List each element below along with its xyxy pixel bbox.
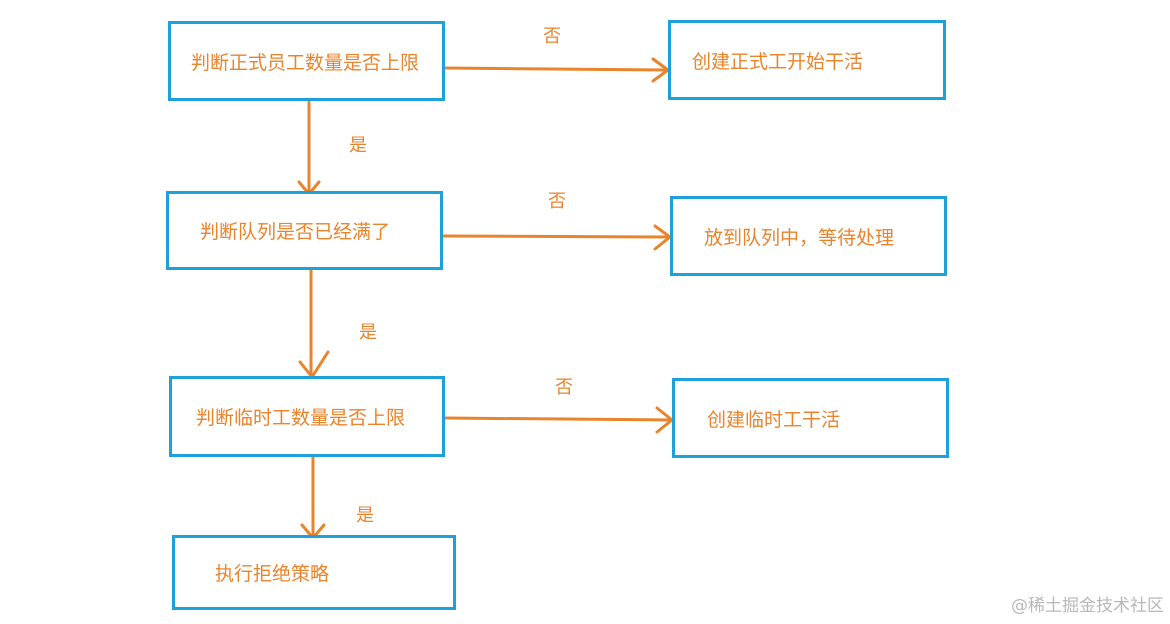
node-check-temp-limit: 判断临时工数量是否上限 [169,376,445,457]
node-reject-policy: 执行拒绝策略 [172,535,456,610]
arrow-temp-no [443,416,674,422]
watermark: @稀土掘金技术社区 [1011,596,1164,616]
node-enqueue-task: 放到队列中，等待处理 [670,196,947,276]
node-check-core-limit-label: 判断正式员工数量是否上限 [191,51,420,74]
edge-label-temp-yes: 是 [356,505,374,526]
edge-label-temp-no: 否 [555,377,573,398]
arrow-core-no [443,66,670,72]
edge-label-queue-no: 否 [548,191,566,212]
node-create-temp-worker: 创建临时工干活 [672,378,949,458]
edge-label-queue-yes: 是 [359,322,377,343]
arrowhead-queue-yes [298,350,330,379]
node-reject-policy-label: 执行拒绝策略 [215,563,330,585]
node-check-temp-limit-label: 判断临时工数量是否上限 [196,407,406,429]
node-check-core-limit: 判断正式员工数量是否上限 [168,21,445,101]
node-create-temp-worker-label: 创建临时工干活 [707,408,841,431]
arrow-queue-no [441,234,672,239]
node-create-core-worker: 创建正式工开始干活 [668,20,946,100]
node-create-core-worker-label: 创建正式工开始干活 [692,50,864,73]
edge-label-core-no: 否 [543,26,561,47]
node-check-queue-full-label: 判断队列是否已经满了 [200,221,391,243]
node-check-queue-full: 判断队列是否已经满了 [166,191,443,270]
node-enqueue-task-label: 放到队列中，等待处理 [704,226,895,249]
edge-label-core-yes: 是 [349,135,367,156]
